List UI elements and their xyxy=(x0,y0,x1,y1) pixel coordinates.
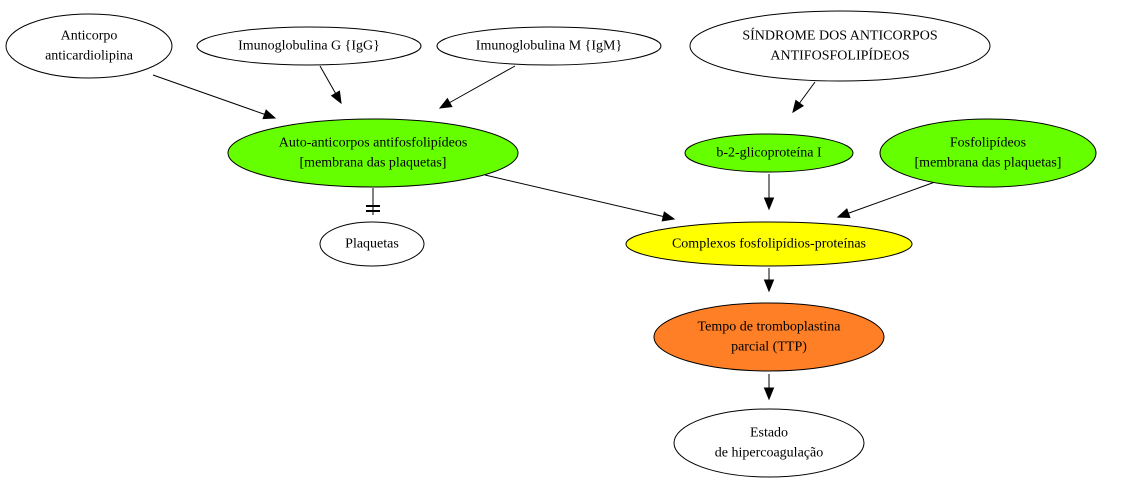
node-ellipse xyxy=(684,133,854,173)
edge-b2-to-complexos xyxy=(763,174,775,211)
node-label: Fosfolipídeos xyxy=(950,136,1026,151)
edge-sindrome-to-b2 xyxy=(792,81,816,114)
edges-layer xyxy=(152,65,936,401)
arrowhead xyxy=(661,211,676,222)
node-label: Anticorpo xyxy=(61,29,118,44)
node-plaquetas: Plaquetas xyxy=(319,221,425,267)
node-label: parcial (TTP) xyxy=(731,340,807,355)
arrowhead xyxy=(763,279,775,293)
node-b2: b-2-glicoproteína I xyxy=(684,133,854,173)
node-label: Imunoglobulina G {IgG} xyxy=(238,39,380,54)
edge-igg-to-auto xyxy=(319,65,342,105)
node-ellipse xyxy=(5,13,173,79)
node-ellipse xyxy=(319,221,425,267)
edge-line xyxy=(449,65,516,104)
node-label: ANTIFOSFOLIPÍDEOS xyxy=(770,47,909,64)
node-label: [membrana das plaquetas] xyxy=(915,156,1062,171)
node-complexos: Complexos fosfolipídios-proteínas xyxy=(625,221,913,267)
edge-anticorpo-to-auto xyxy=(152,74,277,120)
node-ellipse xyxy=(673,408,865,478)
node-ellipse xyxy=(227,118,519,188)
edge-complexos-to-ttp xyxy=(763,268,775,293)
edge-fosfo-to-complexos xyxy=(836,181,936,219)
arrowhead xyxy=(330,90,342,105)
node-label: Estado xyxy=(750,426,788,441)
nodes-layer: Anticorpo anticardiolipina Imunoglobulina … xyxy=(5,10,1097,478)
node-label: anticardiolipina xyxy=(45,49,134,64)
node-label: Tempo de tromboplastina xyxy=(698,320,842,335)
arrowhead xyxy=(836,208,851,219)
node-ellipse xyxy=(879,118,1097,188)
arrowhead xyxy=(763,387,775,401)
node-igm: Imunoglobulina M {IgM} xyxy=(436,26,662,66)
edge-auto-to-complexos xyxy=(484,174,676,222)
node-auto: Auto-anticorpos antifosfolipídeos [membra… xyxy=(227,118,519,188)
edge-line xyxy=(152,74,265,115)
edge-line xyxy=(319,65,337,94)
node-label: b-2-glicoproteína I xyxy=(716,146,822,161)
node-ellipse xyxy=(653,302,885,372)
arrowhead xyxy=(262,109,277,120)
edge-line xyxy=(799,81,816,104)
node-ellipse xyxy=(625,221,913,267)
arrowhead xyxy=(763,197,775,211)
node-anticorpo: Anticorpo anticardiolipina xyxy=(5,13,173,79)
arrowhead xyxy=(438,97,453,109)
edge-line xyxy=(848,181,936,214)
node-label: Plaquetas xyxy=(345,237,399,252)
node-fosfo: Fosfolipídeos [membrana das plaquetas] xyxy=(879,118,1097,188)
node-ellipse xyxy=(196,26,422,66)
node-label: Complexos fosfolipídios-proteínas xyxy=(672,237,866,252)
node-igg: Imunoglobulina G {IgG} xyxy=(196,26,422,66)
node-sindrome: SÍNDROME DOS ANTICORPOS ANTIFOSFOLIPÍDEOS xyxy=(689,10,991,82)
node-label: [membrana das plaquetas] xyxy=(300,156,447,171)
edge-ttp-to-estado xyxy=(763,374,775,401)
node-label: Auto-anticorpos antifosfolipídeos xyxy=(279,136,468,151)
edge-auto-to-plaquetas xyxy=(366,188,380,215)
node-ttp: Tempo de tromboplastina parcial (TTP) xyxy=(653,302,885,372)
edge-line xyxy=(484,174,664,217)
edge-igm-to-auto xyxy=(438,65,516,109)
node-label: SÍNDROME DOS ANTICORPOS xyxy=(742,27,937,44)
node-ellipse xyxy=(436,26,662,66)
node-label: de hipercoagulação xyxy=(715,446,823,461)
node-estado: Estado de hipercoagulação xyxy=(673,408,865,478)
node-ellipse xyxy=(689,10,991,82)
arrowhead xyxy=(792,99,805,114)
node-label: Imunoglobulina M {IgM} xyxy=(476,39,622,54)
